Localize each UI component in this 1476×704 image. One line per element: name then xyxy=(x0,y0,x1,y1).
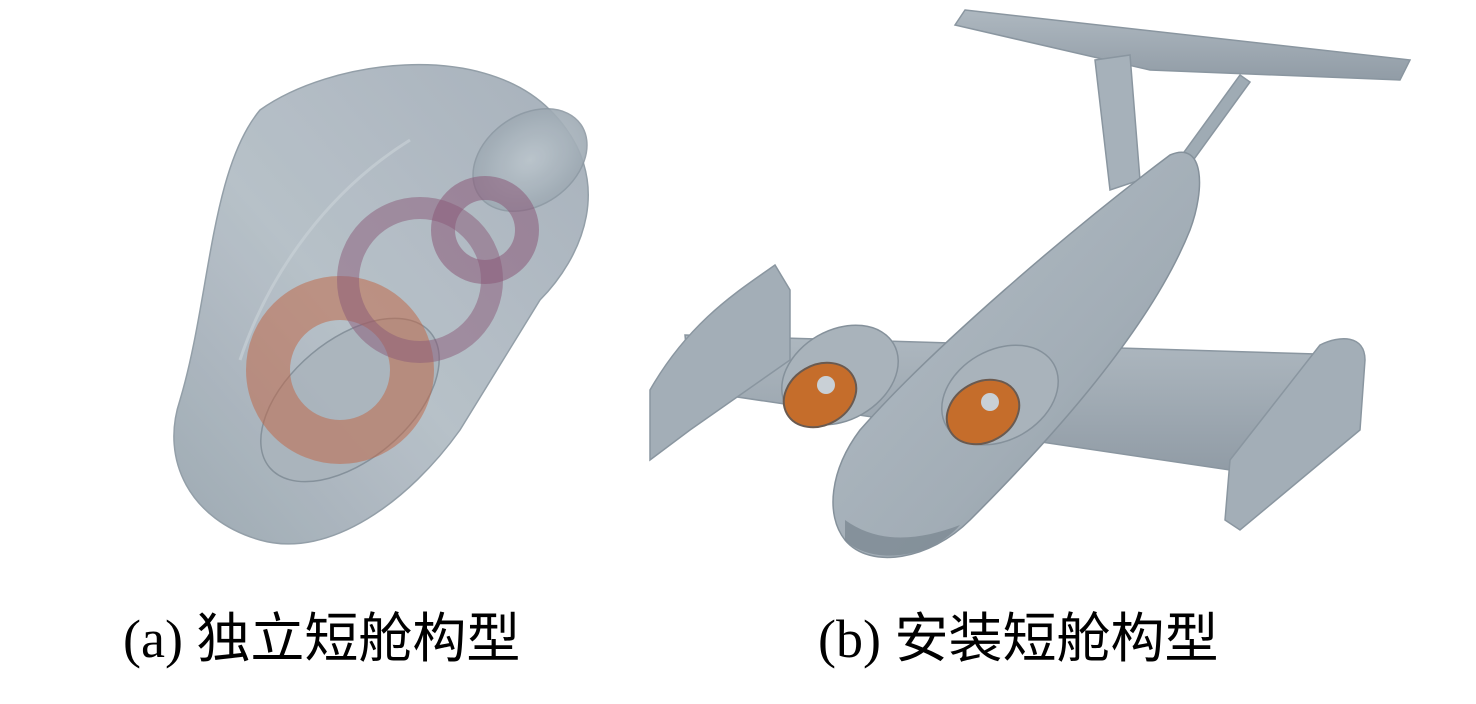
installed-nacelle-illustration xyxy=(630,0,1430,580)
aircraft-drawing xyxy=(649,9,1412,559)
right-nacelle xyxy=(941,344,1059,446)
right-winglet xyxy=(1224,338,1366,531)
horizontal-tail xyxy=(953,9,1412,81)
internal-rings xyxy=(246,176,539,464)
left-winglet xyxy=(649,263,791,462)
isolated-nacelle-illustration xyxy=(150,0,620,580)
ring-front xyxy=(431,176,539,284)
caption-isolated-nacelle: (a) 独立短舱构型 xyxy=(123,609,521,669)
left-nacelle xyxy=(781,324,899,429)
right-nacelle-spinner xyxy=(981,393,999,411)
right-nacelle-inlet xyxy=(945,378,1021,446)
isolated-nacelle-drawing xyxy=(173,63,589,545)
left-nacelle-inlet xyxy=(782,361,858,429)
tail-strut-left xyxy=(1094,54,1141,192)
nacelle-highlight xyxy=(238,138,411,361)
caption-installed-nacelle: (b) 安装短舱构型 xyxy=(818,609,1219,669)
fuselage-nose-shadow xyxy=(845,520,960,556)
left-nacelle-spinner xyxy=(817,376,835,394)
